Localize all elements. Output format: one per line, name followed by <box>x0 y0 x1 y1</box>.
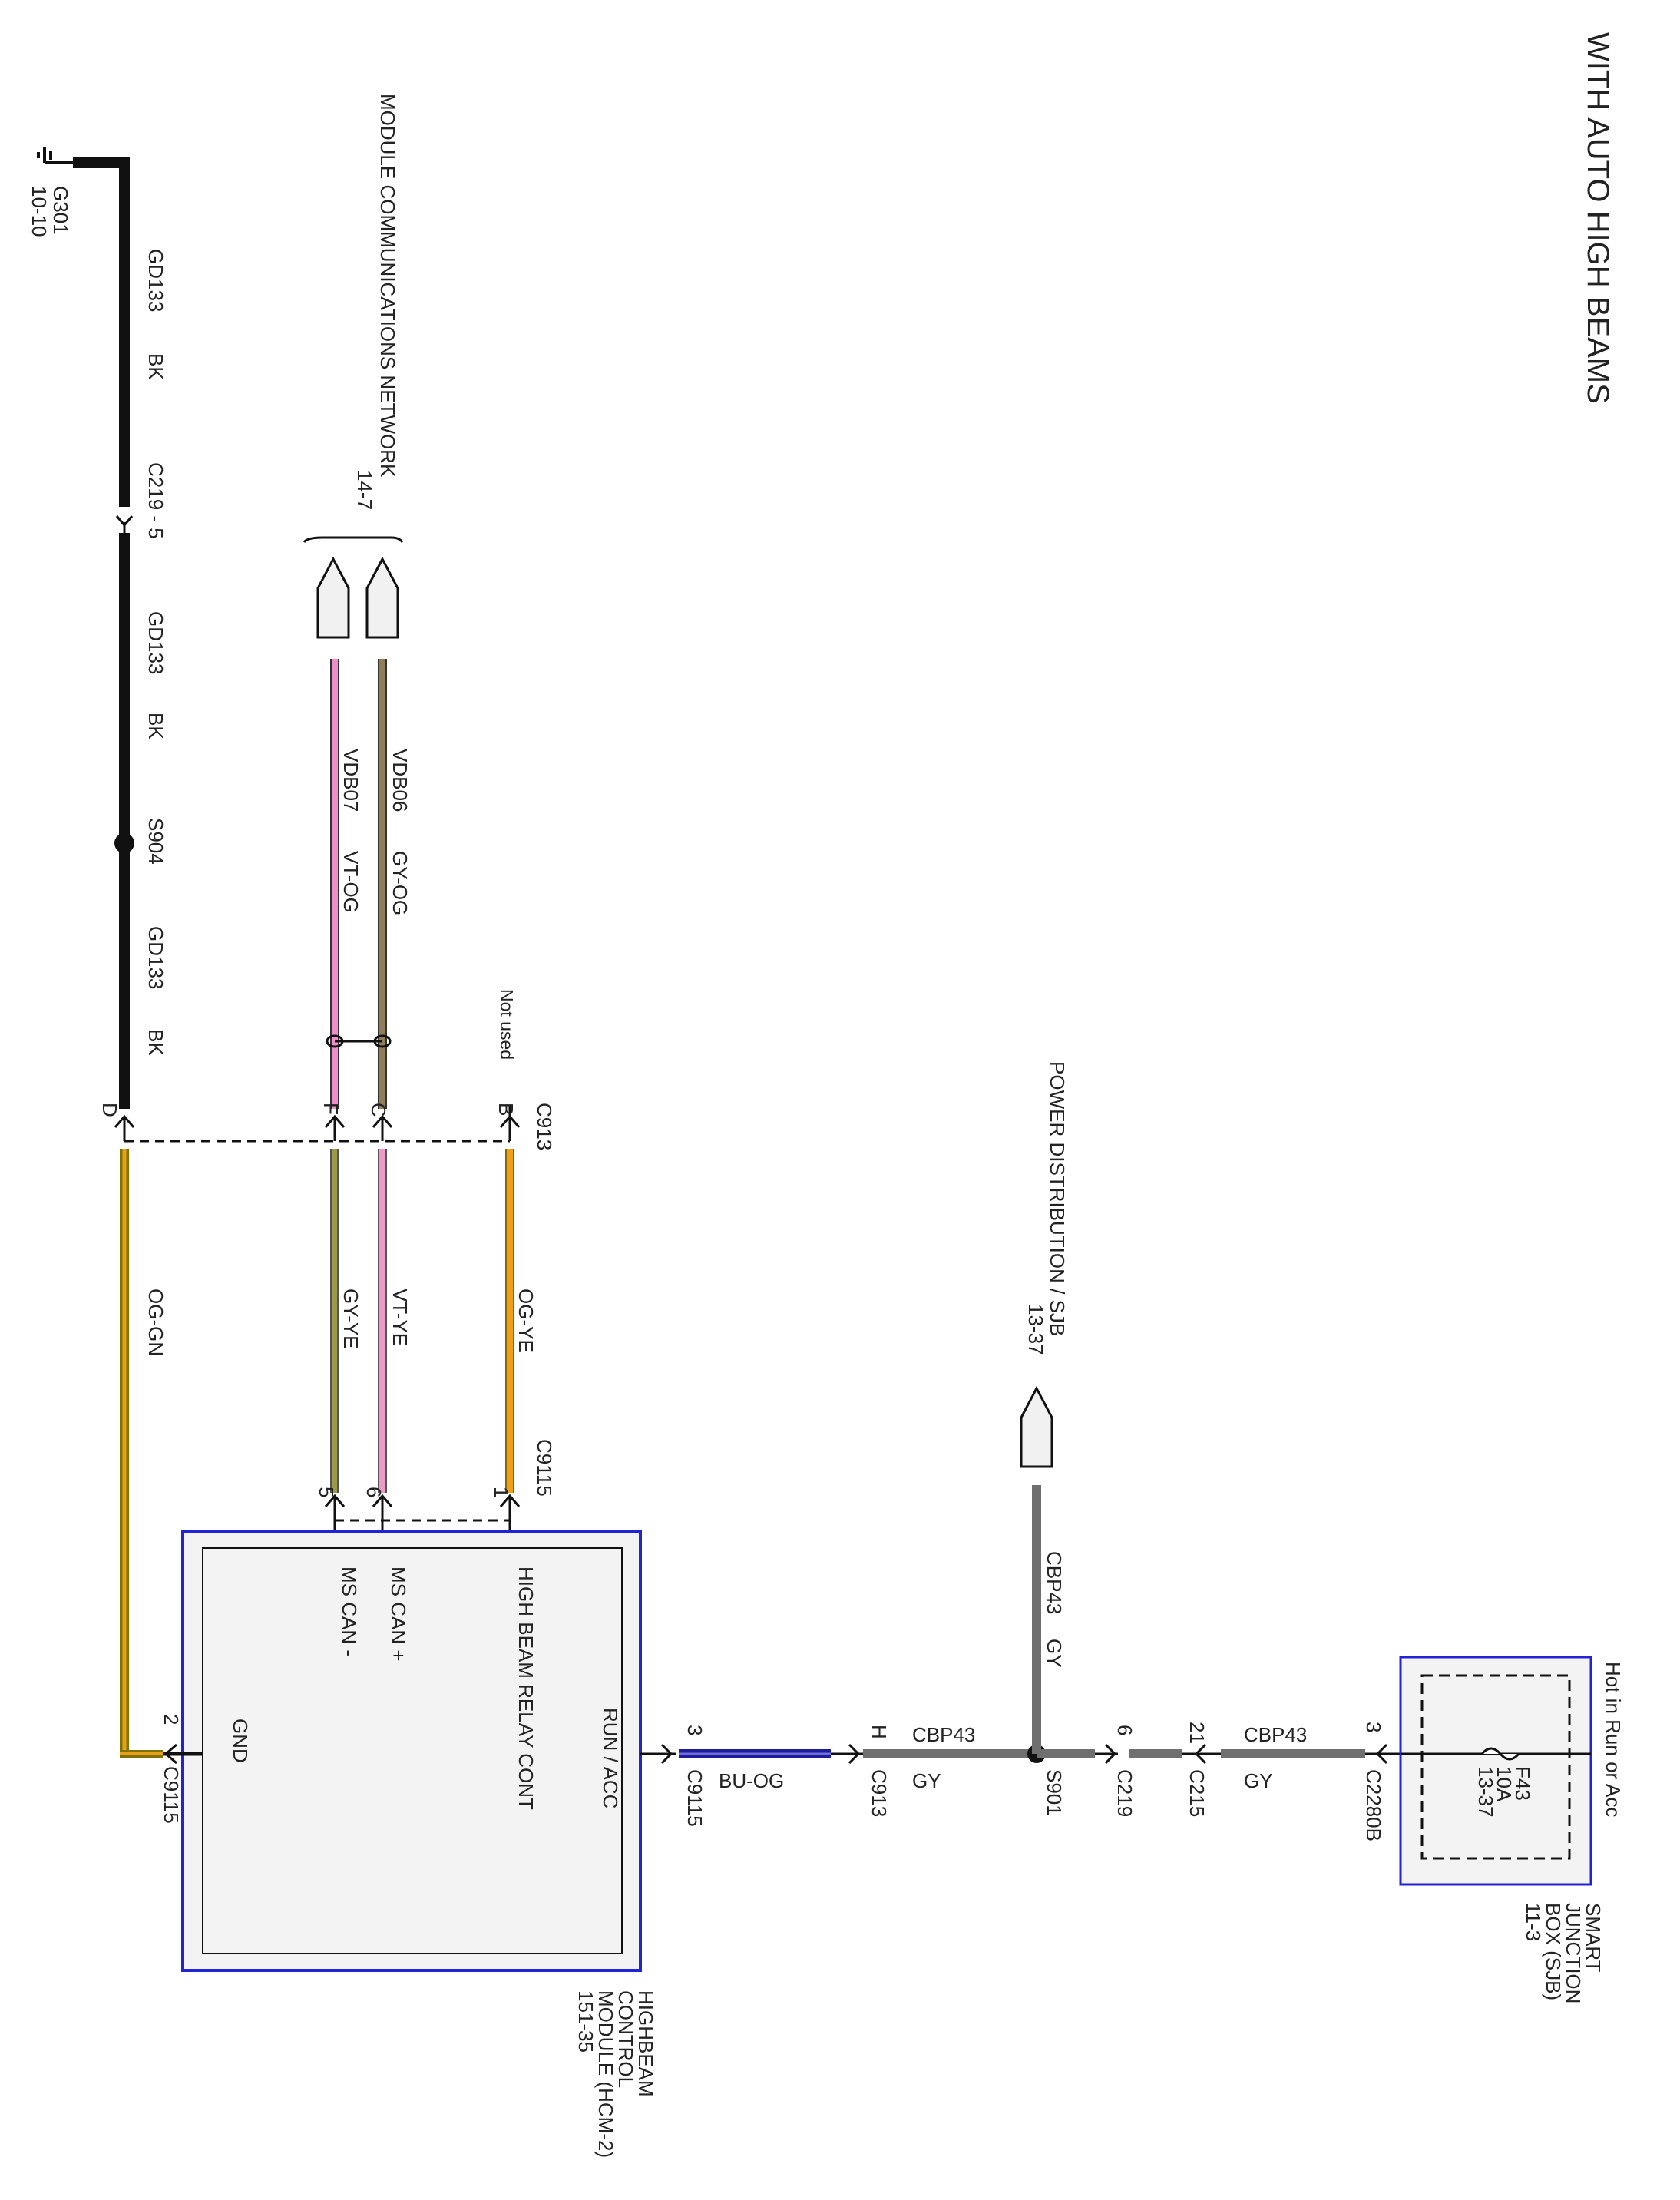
connector-c219-5 <box>115 507 134 538</box>
sjb-name-line3: BOX (SJB) <box>1542 1903 1565 2000</box>
pin-runacc-label: RUN / ACC <box>599 1708 622 1808</box>
hcm-ref: 151-35 <box>574 1990 597 2053</box>
c2280b-pin <box>1365 1743 1401 1765</box>
gyog-label: GY-OG <box>389 851 412 915</box>
twisted-pair-symbol <box>326 1034 392 1048</box>
power-dist-ref: 13-37 <box>1024 1304 1047 1355</box>
cbp43-label-vert: CBP43 <box>1043 1551 1066 1614</box>
ground-id-label: G301 <box>49 186 72 235</box>
pin-h-label: H <box>868 1725 891 1739</box>
pin-d-label: D <box>98 1103 121 1117</box>
pin-c-label: C <box>367 1103 390 1117</box>
pin-hbrc-label: HIGH BEAM RELAY CONT <box>514 1566 537 1810</box>
bk-label-3: BK <box>144 1029 167 1056</box>
oggn-label: OG-GN <box>144 1289 167 1356</box>
c913-label-h: C913 <box>868 1769 891 1817</box>
power-dist-connector <box>1020 1385 1053 1468</box>
c219-label: C219 <box>1113 1769 1136 1817</box>
fuse-amp-label: 10A <box>1493 1766 1516 1802</box>
vdb07-label: VDB07 <box>339 749 362 812</box>
ground-ref-label: 10-10 <box>28 186 51 237</box>
cbp43-label-1: CBP43 <box>912 1723 975 1746</box>
hcm-module-inner <box>202 1547 623 1954</box>
sjb-ref: 11-3 <box>1522 1903 1545 1941</box>
bk-label-2: BK <box>144 713 167 739</box>
pin-gnd-label: GND <box>229 1719 252 1763</box>
c215-pin <box>1182 1743 1221 1765</box>
splice-s904 <box>114 833 134 853</box>
gd133-label-3: GD133 <box>144 926 167 989</box>
ground-symbol <box>37 147 73 164</box>
not-used-label: Not used <box>497 989 517 1060</box>
network-connector-right <box>365 556 399 639</box>
network-ref: 14-7 <box>353 470 376 510</box>
sjb-fuse-frame <box>1420 1674 1571 1860</box>
vtye-label: VT-YE <box>389 1289 412 1346</box>
pin-2-label: 2 <box>160 1714 183 1725</box>
sjb-name-line2: JUNCTION <box>1562 1903 1585 2003</box>
pin-f-label: F <box>319 1103 342 1115</box>
buog-label: BU-OG <box>719 1769 784 1792</box>
s901-label: S901 <box>1043 1769 1066 1816</box>
pin-5-label: 5 <box>315 1487 338 1497</box>
network-title: MODULE COMMUNICATIONS NETWORK <box>376 94 399 478</box>
pin-3-label-c9115: 3 <box>683 1725 706 1735</box>
fuse-id-label: F43 <box>1511 1766 1534 1801</box>
fuse-ref-label: 13-37 <box>1474 1766 1497 1818</box>
pin-mscanp-label: MS CAN + <box>387 1566 410 1662</box>
sjb-box <box>1399 1656 1592 1886</box>
c219-5-label: C219 - 5 <box>144 462 167 539</box>
c2280b-label: C2280B <box>1362 1769 1385 1841</box>
vdb06-label: VDB06 <box>389 749 412 812</box>
diagram-title: WITH AUTO HIGH BEAMS <box>1581 32 1615 404</box>
network-bracket <box>303 536 404 543</box>
c9115-label-gnd: C9115 <box>160 1766 183 1824</box>
s904-label: S904 <box>144 818 167 865</box>
c215-label: C215 <box>1186 1769 1209 1817</box>
c9115-runacc-pin <box>640 1743 676 1765</box>
wire-gd133-bk <box>73 157 130 1109</box>
power-dist-title: POWER DISTRIBUTION / SJB <box>1046 1061 1069 1336</box>
sjb-hot-label: Hot in Run or Acc <box>1602 1662 1625 1817</box>
sjb-name-line1: SMART <box>1582 1903 1605 1973</box>
pin-6-label-c219: 6 <box>1113 1725 1136 1735</box>
gy-label-vert: GY <box>1043 1639 1066 1668</box>
pin-b-label: B <box>494 1103 518 1116</box>
pin-1-label: 1 <box>490 1487 513 1497</box>
pin-6-label: 6 <box>362 1487 385 1497</box>
c219-pin <box>1095 1743 1118 1765</box>
bk-label-1: BK <box>144 353 167 380</box>
gy-label-2: GY <box>1244 1769 1273 1792</box>
gyye-label: GY-YE <box>339 1289 362 1349</box>
pin-21-label: 21 <box>1186 1722 1209 1744</box>
gd133-label-1: GD133 <box>144 249 167 312</box>
gy-label-1: GY <box>912 1769 941 1792</box>
hcm-name-line1: HIGHBEAM <box>634 1990 657 2097</box>
c913-pin-arrows <box>114 1106 521 1141</box>
hcm-name-line3: MODULE (HCM-2) <box>594 1990 617 2158</box>
network-connector-left <box>316 556 350 639</box>
cbp43-label-2: CBP43 <box>1244 1723 1307 1746</box>
pin-3-label-c2280b: 3 <box>1362 1722 1385 1732</box>
c9115-gnd-pin <box>163 1743 203 1765</box>
pin-mscanm-label: MS CAN - <box>338 1566 361 1656</box>
vtog-label: VT-OG <box>339 851 362 913</box>
c9115-label-top: C9115 <box>533 1439 556 1497</box>
c9115-label-runacc: C9115 <box>683 1769 706 1827</box>
gd133-label-2: GD133 <box>144 611 167 674</box>
ogye-label: OG-YE <box>514 1289 537 1353</box>
c913-label-top: C913 <box>533 1103 556 1150</box>
fuse-symbol <box>1480 1747 1520 1761</box>
hcm-name-line2: CONTROL <box>614 1990 637 2088</box>
c913-h-pin <box>831 1743 863 1765</box>
